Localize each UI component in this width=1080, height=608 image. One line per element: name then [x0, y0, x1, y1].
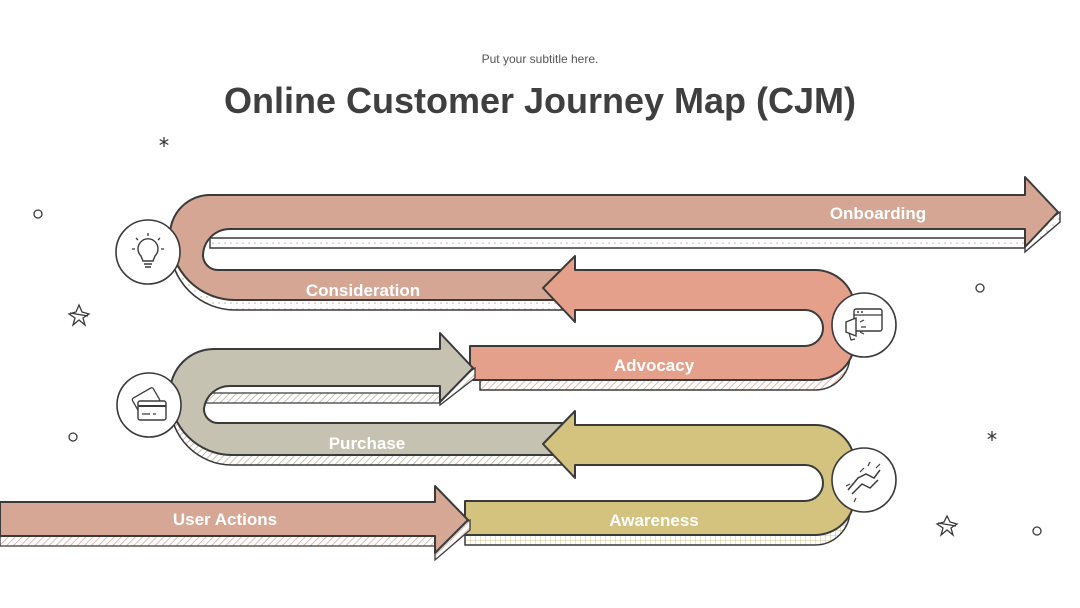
deco-circle [68, 432, 78, 442]
stage-label-advocacy: Advocacy [614, 356, 695, 375]
deco-asterisk [159, 137, 169, 147]
stage-label-consideration: Consideration [306, 281, 420, 300]
onboarding-band [169, 176, 1061, 311]
deco-circle [33, 209, 43, 219]
stage-label-user-actions: User Actions [173, 510, 277, 529]
megaphone-browser-icon [831, 292, 897, 358]
stage-label-purchase: Purchase [329, 434, 406, 453]
credit-card-icon [116, 372, 182, 438]
decorations [33, 137, 1042, 537]
deco-circle [975, 283, 985, 293]
awareness-band [464, 410, 856, 546]
handshake-icon [831, 447, 897, 513]
stage-label-awareness: Awareness [609, 511, 698, 530]
stage-label-onboarding: Onboarding [830, 204, 926, 223]
deco-circle [1032, 526, 1042, 536]
user-actions-band [0, 485, 471, 562]
deco-asterisk [987, 431, 997, 441]
deco-star [67, 303, 91, 327]
deco-star [935, 514, 959, 537]
page-title: Online Customer Journey Map (CJM) [223, 80, 857, 121]
subtitle: Put your subtitle here. [481, 52, 599, 66]
advocacy-band [469, 255, 856, 391]
lightbulb-icon [115, 219, 181, 285]
